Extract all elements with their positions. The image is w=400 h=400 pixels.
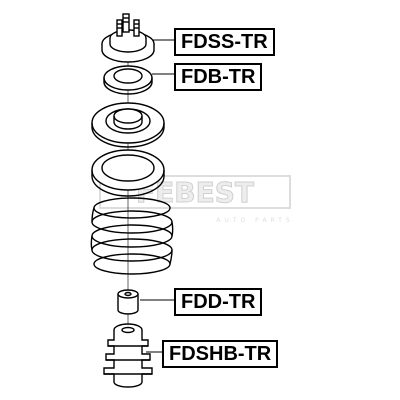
bearing-part — [103, 65, 153, 95]
label-dust-boot[interactable]: FDSHB-TR — [162, 340, 279, 368]
bump-stop-part — [117, 289, 139, 315]
label-strut-mount[interactable]: FDSS-TR — [174, 28, 275, 56]
dust-boot-part — [103, 323, 153, 388]
label-bump-stop[interactable]: FDD-TR — [174, 288, 263, 316]
spring-seat-part — [91, 102, 165, 148]
coil-spring-part — [90, 197, 174, 275]
label-bearing[interactable]: FDB-TR — [174, 63, 263, 91]
spring-pad-part — [91, 149, 165, 197]
leader-lines — [140, 39, 174, 353]
svg-text:AUTO PARTS: AUTO PARTS — [216, 217, 293, 224]
strut-mount-part — [101, 13, 155, 63]
